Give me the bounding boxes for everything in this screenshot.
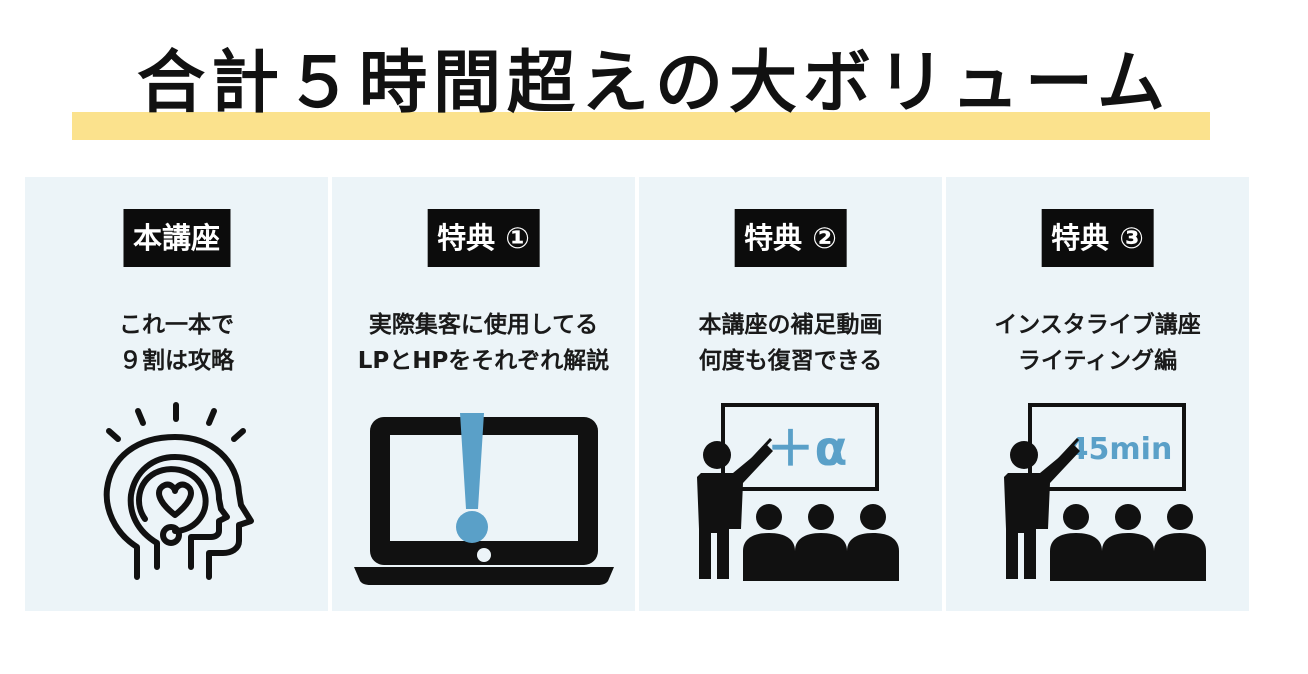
card-desc-line: ９割は攻略 bbox=[119, 348, 234, 374]
card-tag: 特典 ① bbox=[427, 209, 540, 267]
card-description: インスタライブ講座 ライティング編 bbox=[946, 307, 1249, 379]
title-section: 合計５時間超えの大ボリューム bbox=[0, 0, 1308, 150]
card-bonus-3: 特典 ③ インスタライブ講座 ライティング編 45min bbox=[946, 177, 1249, 611]
card-desc-line: LPとHPをそれぞれ解説 bbox=[357, 348, 610, 374]
page-title: 合計５時間超えの大ボリューム bbox=[137, 44, 1171, 123]
card-description: 本講座の補足動画 何度も復習できる bbox=[639, 307, 942, 379]
card-main-course: 本講座 これ一本で ９割は攻略 bbox=[25, 177, 328, 611]
head-heart-icon bbox=[25, 397, 328, 592]
card-description: これ一本で ９割は攻略 bbox=[25, 307, 328, 379]
card-desc-line: インスタライブ講座 bbox=[994, 312, 1201, 338]
lecture-board-icon: ＋α bbox=[639, 399, 942, 589]
card-tag: 特典 ③ bbox=[1041, 209, 1154, 267]
card-tag: 本講座 bbox=[122, 209, 231, 267]
card-tag: 特典 ② bbox=[734, 209, 847, 267]
title-highlight bbox=[72, 112, 1210, 140]
lecture-board-icon: 45min bbox=[946, 399, 1249, 589]
card-bonus-2: 特典 ② 本講座の補足動画 何度も復習できる ＋α bbox=[639, 177, 942, 611]
card-desc-line: これ一本で bbox=[119, 312, 234, 338]
card-desc-line: 本講座の補足動画 bbox=[698, 312, 883, 338]
card-bonus-1: 特典 ① 実際集客に使用してる LPとHPをそれぞれ解説 bbox=[332, 177, 635, 611]
card-desc-line: ライティング編 bbox=[1017, 348, 1178, 374]
card-desc-line: 実際集客に使用してる bbox=[368, 312, 599, 338]
board-text: 45min bbox=[1068, 432, 1173, 467]
card-desc-line: 何度も復習できる bbox=[698, 348, 883, 374]
board-text: ＋α bbox=[767, 421, 848, 477]
laptop-exclamation-icon bbox=[332, 409, 635, 589]
card-description: 実際集客に使用してる LPとHPをそれぞれ解説 bbox=[332, 307, 635, 379]
